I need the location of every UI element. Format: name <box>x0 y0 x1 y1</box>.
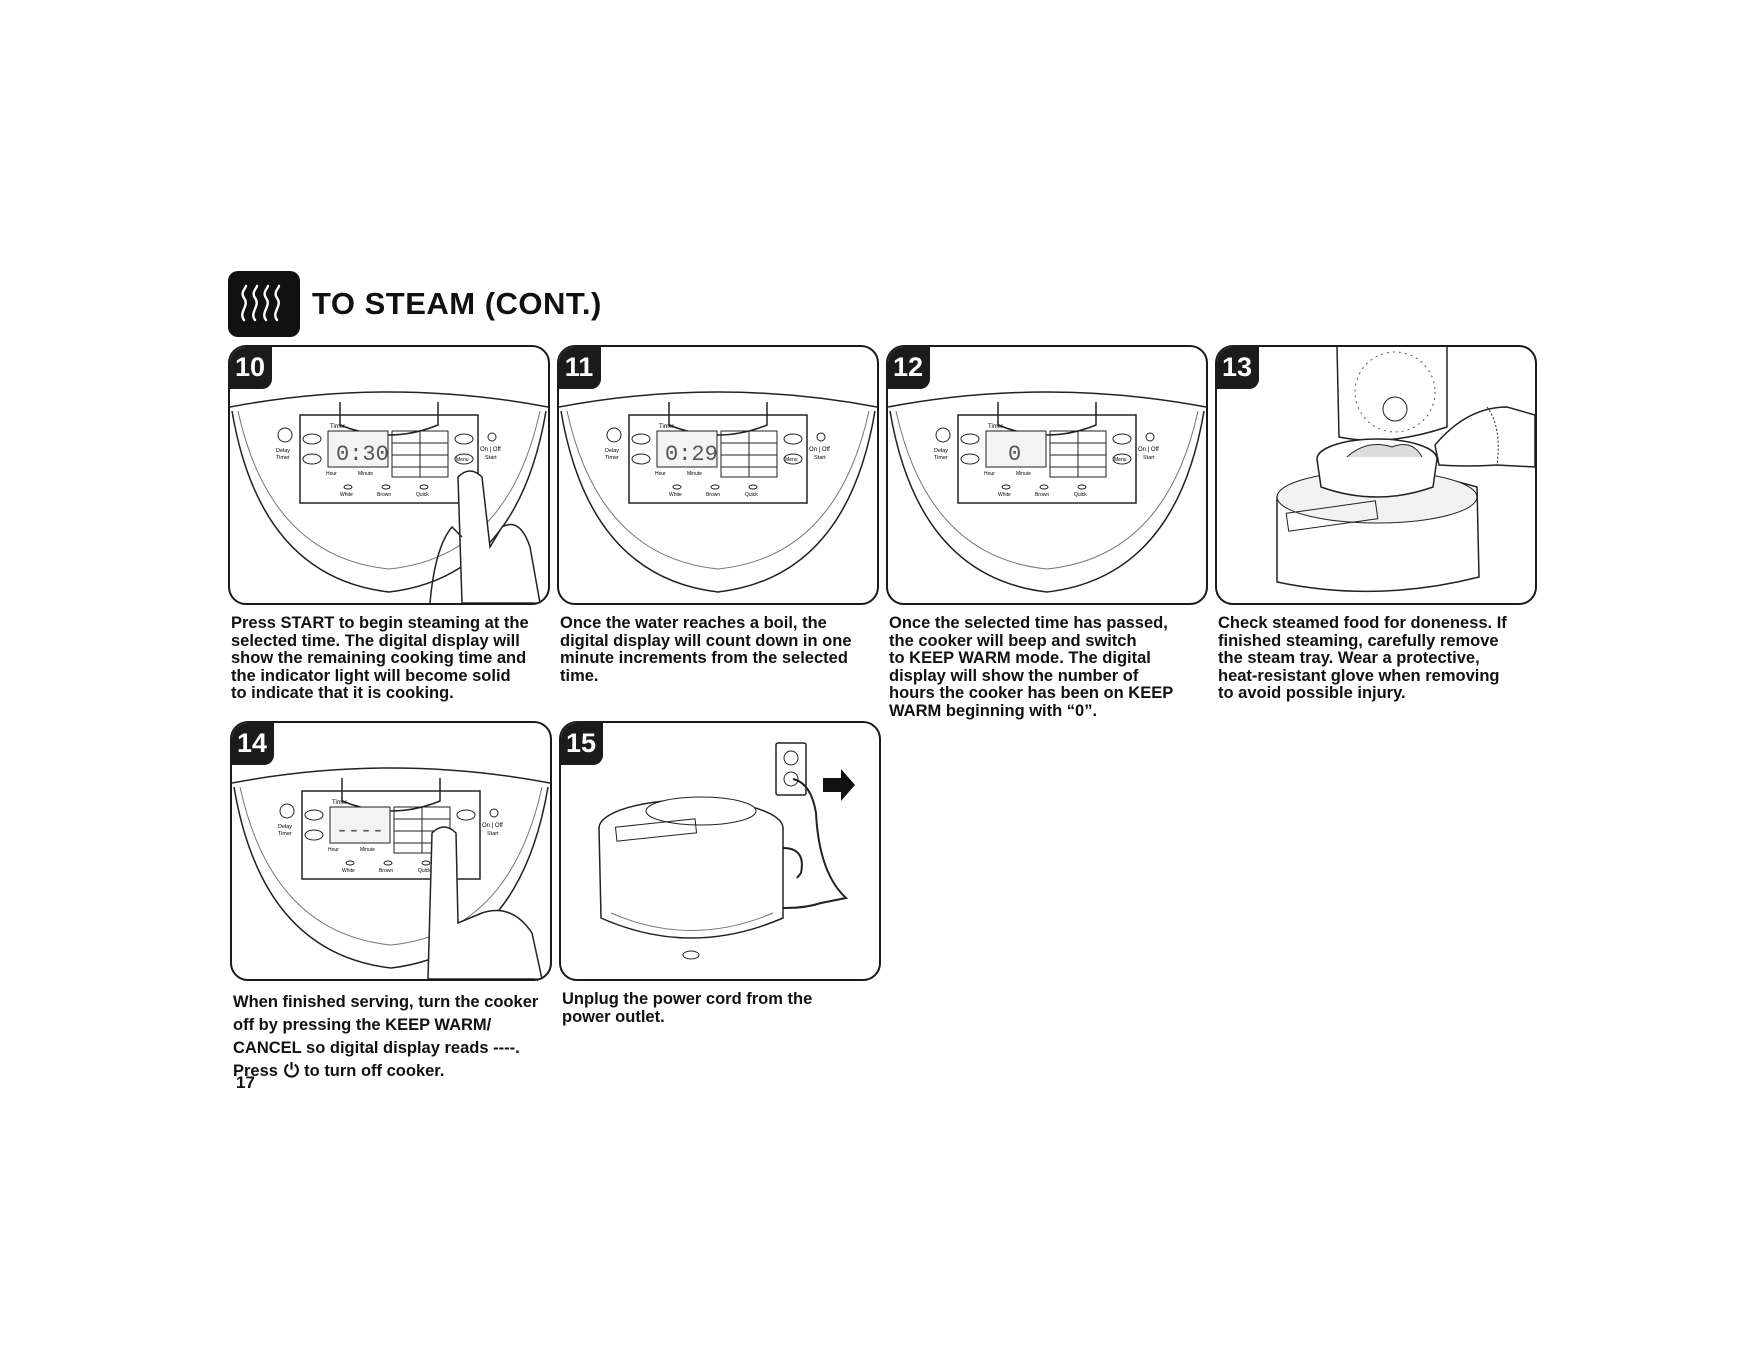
digital-display: 0:30 <box>336 442 389 467</box>
svg-text:Delay: Delay <box>934 448 948 454</box>
step-12: 12 Timer 0 Hour Minute Delay Timer <box>886 345 1206 720</box>
svg-text:Timer: Timer <box>276 455 290 461</box>
svg-text:Delay: Delay <box>278 824 292 830</box>
svg-text:Brown: Brown <box>377 492 391 498</box>
step-caption: When finished serving, turn the cooker o… <box>230 991 550 1085</box>
cooker-control-panel-drawing: Timer 0 Hour Minute Delay Timer Menu On … <box>888 347 1206 603</box>
svg-text:Brown: Brown <box>706 492 720 498</box>
svg-text:White: White <box>998 492 1011 498</box>
step-13-illustration: 13 <box>1215 345 1537 605</box>
step-11-illustration: 11 Timer 0:29 Hour Minute Delay Timer <box>557 345 879 605</box>
step-number: 10 <box>228 345 272 389</box>
svg-text:Timer: Timer <box>934 455 948 461</box>
svg-text:Menu: Menu <box>1114 457 1127 463</box>
step-14: 14 Timer ---- Hour Minute Delay Timer On <box>230 721 550 1085</box>
section-header: TO STEAM (CONT.) <box>228 271 602 337</box>
svg-text:White: White <box>342 868 355 874</box>
svg-text:Delay: Delay <box>605 448 619 454</box>
svg-text:Quick: Quick <box>745 492 758 498</box>
svg-text:On | Off: On | Off <box>482 823 503 829</box>
svg-text:Timer: Timer <box>988 424 1003 430</box>
page-title: TO STEAM (CONT.) <box>312 286 602 322</box>
svg-text:On | Off: On | Off <box>809 447 830 453</box>
svg-text:Start: Start <box>485 455 497 461</box>
step-12-illustration: 12 Timer 0 Hour Minute Delay Timer <box>886 345 1208 605</box>
svg-text:White: White <box>669 492 682 498</box>
svg-text:Quick: Quick <box>416 492 429 498</box>
svg-text:Hour: Hour <box>328 847 339 853</box>
power-icon <box>283 1061 300 1085</box>
svg-text:Start: Start <box>1143 455 1155 461</box>
svg-text:Delay: Delay <box>276 448 290 454</box>
step-number: 13 <box>1215 345 1259 389</box>
svg-text:Menu: Menu <box>785 457 798 463</box>
svg-text:Brown: Brown <box>379 868 393 874</box>
svg-text:Hour: Hour <box>326 471 337 477</box>
svg-text:Timer: Timer <box>278 831 292 837</box>
svg-text:Brown: Brown <box>1035 492 1049 498</box>
svg-text:Start: Start <box>814 455 826 461</box>
svg-text:Menu: Menu <box>456 457 469 463</box>
svg-text:Minute: Minute <box>1016 471 1031 477</box>
step-caption: Check steamed food for doneness. If fini… <box>1215 615 1535 703</box>
svg-text:Minute: Minute <box>687 471 702 477</box>
svg-text:White: White <box>340 492 353 498</box>
step-number: 12 <box>886 345 930 389</box>
step-number: 15 <box>559 721 603 765</box>
svg-text:Timer: Timer <box>332 800 347 806</box>
step-15: 15 Unplug the power cord from the power … <box>559 721 879 1026</box>
svg-text:Hour: Hour <box>984 471 995 477</box>
step-10: 10 Timer 0:30 Hour Minute Delay Timer <box>228 345 548 703</box>
step-caption: Press START to begin steaming at the sel… <box>228 615 548 703</box>
step-11: 11 Timer 0:29 Hour Minute Delay Timer <box>557 345 877 685</box>
svg-text:Minute: Minute <box>358 471 373 477</box>
timer-label: Timer <box>330 424 345 430</box>
svg-text:Quick: Quick <box>1074 492 1087 498</box>
svg-text:Minute: Minute <box>360 847 375 853</box>
digital-display: ---- <box>336 820 384 843</box>
svg-text:Timer: Timer <box>605 455 619 461</box>
svg-text:Hour: Hour <box>655 471 666 477</box>
svg-text:Start: Start <box>487 831 499 837</box>
cooker-control-panel-drawing: Timer ---- Hour Minute Delay Timer On | … <box>232 723 550 979</box>
step-number: 14 <box>230 721 274 765</box>
cooker-control-panel-drawing: Timer 0:30 Hour Minute Delay Timer Menu … <box>230 347 548 603</box>
svg-text:On | Off: On | Off <box>1138 447 1159 453</box>
step-caption: Once the selected time has passed, the c… <box>886 615 1206 720</box>
steam-tray-removal-drawing <box>1217 347 1535 603</box>
step-14-illustration: 14 Timer ---- Hour Minute Delay Timer On <box>230 721 552 981</box>
unplug-cooker-drawing <box>561 723 879 979</box>
step-13: 13 Check steamed food for doneness. If f… <box>1215 345 1535 703</box>
svg-text:Timer: Timer <box>659 424 674 430</box>
digital-display: 0 <box>1008 442 1021 467</box>
step-number: 11 <box>557 345 601 389</box>
svg-text:On | Off: On | Off <box>480 447 501 453</box>
cooker-control-panel-drawing: Timer 0:29 Hour Minute Delay Timer Menu … <box>559 347 877 603</box>
page-number: 17 <box>236 1073 255 1093</box>
svg-text:Quick: Quick <box>418 868 431 874</box>
step-10-illustration: 10 Timer 0:30 Hour Minute Delay Timer <box>228 345 550 605</box>
step-caption: Unplug the power cord from the power out… <box>559 991 879 1026</box>
step-caption: Once the water reaches a boil, the digit… <box>557 615 877 685</box>
steam-icon <box>228 271 300 337</box>
step-15-illustration: 15 <box>559 721 881 981</box>
digital-display: 0:29 <box>665 442 718 467</box>
